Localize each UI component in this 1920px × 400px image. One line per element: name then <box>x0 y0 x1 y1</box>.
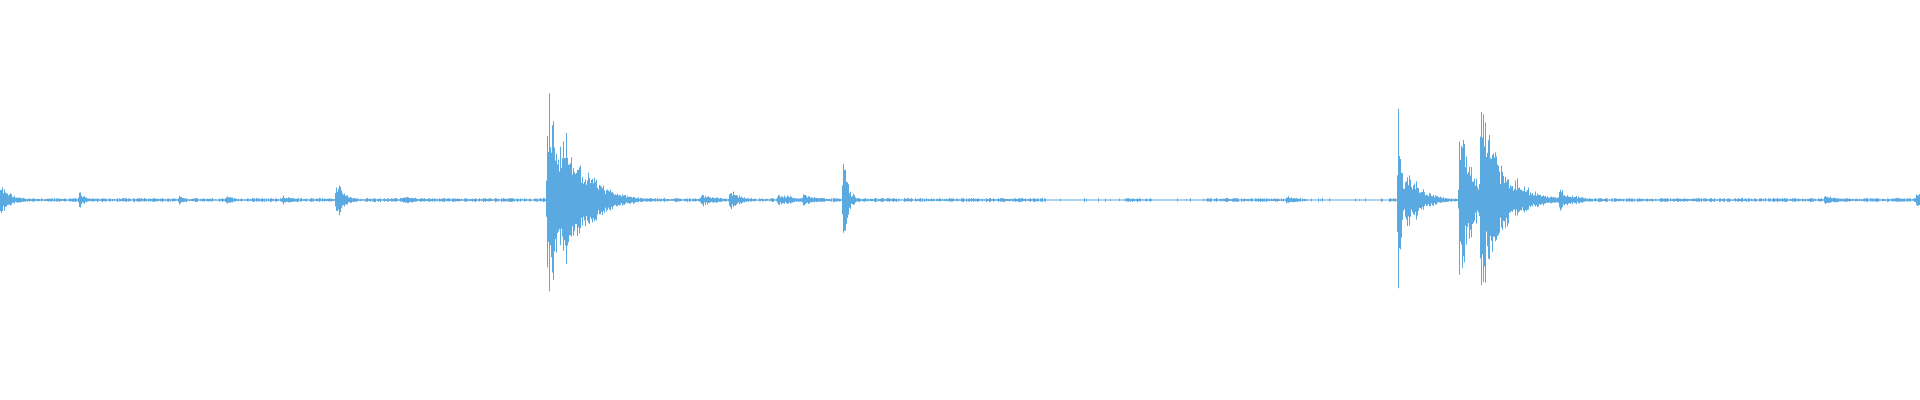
waveform-samples <box>0 93 1920 292</box>
